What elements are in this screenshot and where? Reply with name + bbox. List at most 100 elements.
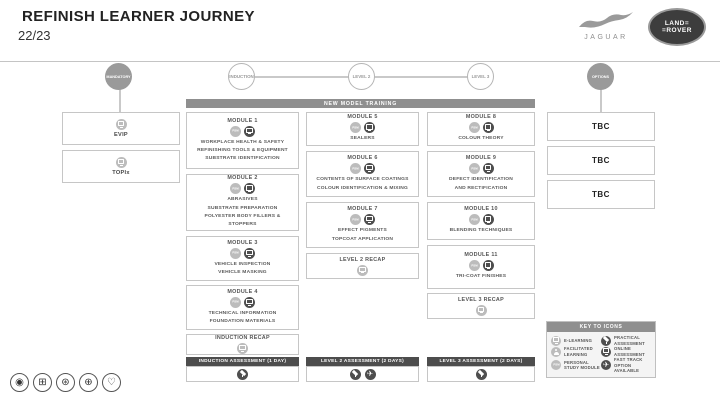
module-title: MODULE 10	[464, 206, 498, 213]
legend-item-practical-assessment: PRACTICAL ASSESSMENT	[601, 335, 651, 346]
induction-assessment-box	[186, 366, 299, 382]
module-title: MODULE 2	[227, 175, 258, 182]
jaguar-wordmark: JAGUAR	[584, 34, 628, 41]
level3-assessment-box	[427, 366, 535, 382]
module-text: COLOUR THEORY	[458, 136, 504, 142]
e-learning-icon	[115, 157, 127, 168]
node-level2: LEVEL 2	[348, 63, 375, 90]
personal-study-module-icon	[350, 163, 361, 175]
recap-title: INDUCTION RECAP	[215, 335, 270, 341]
legend-label: PERSONAL STUDY MODULE	[564, 359, 600, 371]
fast-track-icon	[601, 360, 611, 371]
card-topix: TOPIx	[62, 150, 180, 183]
module-text: ABRASIVES SUBSTRATE PREPARATION POLYESTE…	[204, 197, 281, 228]
card-module-7: MODULE 7 EFFECT PIGMENTS TOPCOAT APPLICA…	[306, 202, 419, 248]
card-module-8: MODULE 8 COLOUR THEORY	[427, 112, 535, 146]
tbc-label: TBC	[592, 122, 610, 131]
module-text: EFFECT PIGMENTS TOPCOAT APPLICATION	[331, 228, 394, 242]
module-text: SEALERS	[350, 136, 375, 142]
fast-track-icon	[364, 368, 376, 380]
recap-title: LEVEL 2 RECAP	[339, 256, 386, 263]
legend-item-e-learning: E-LEARNING	[551, 335, 601, 346]
legend-title: KEY TO ICONS	[547, 322, 655, 332]
module-text: CONTENTS OF SURFACE COATINGS COLOUR IDEN…	[316, 177, 409, 191]
e-learning-icon	[357, 264, 368, 276]
module-text: TECHNICAL INFORMATION FOUNDATION MATERIA…	[208, 310, 277, 324]
card-module-10: MODULE 10 BLENDING TECHNIQUES	[427, 202, 535, 240]
tbc-label: TBC	[592, 156, 610, 165]
legend-label: ONLINE ASSESSMENT	[614, 346, 645, 357]
node-options: OPTIONS	[587, 63, 614, 90]
node-level3: LEVEL 3	[467, 63, 494, 90]
card-tbc-2: TBC	[547, 146, 655, 175]
card-tbc-3: TBC	[547, 180, 655, 209]
personal-study-module-icon	[350, 214, 361, 226]
online-assessment-icon	[482, 214, 494, 226]
module-title: MODULE 11	[464, 252, 498, 259]
season-label: 22/23	[18, 28, 51, 43]
practical-assessment-icon	[601, 335, 611, 346]
personal-study-module-icon	[468, 163, 480, 175]
page-title: REFINISH LEARNER JOURNEY	[22, 8, 255, 25]
online-assessment-icon	[482, 122, 494, 134]
card-tbc-1: TBC	[547, 112, 655, 141]
card-level2-recap: LEVEL 2 RECAP	[306, 253, 419, 279]
practical-assessment-icon	[237, 368, 248, 380]
personal-study-module-icon	[230, 125, 241, 137]
personal-study-module-icon	[551, 360, 561, 371]
land-rover-line2: =ROVER	[662, 27, 692, 34]
online-assessment-icon	[364, 122, 375, 134]
options-connector	[600, 89, 602, 113]
jaguar-leaper-icon	[579, 12, 633, 28]
legend-label: E-LEARNING	[564, 337, 593, 343]
card-module-2: MODULE 2 ABRASIVES SUBSTRATE PREPARATION…	[186, 174, 299, 231]
card-level3-recap: LEVEL 3 RECAP	[427, 293, 535, 319]
legend-item-personal-study-module: PERSONAL STUDY MODULE	[551, 357, 601, 373]
module-text: BLENDING TECHNIQUES	[449, 228, 513, 234]
online-assessment-icon	[244, 296, 255, 308]
card-module-5: MODULE 5 SEALERS	[306, 112, 419, 146]
module-title: MODULE 5	[347, 114, 378, 121]
online-assessment-icon	[601, 346, 611, 357]
card-module-4: MODULE 4 TECHNICAL INFORMATION FOUNDATIO…	[186, 285, 299, 330]
e-learning-icon	[475, 304, 487, 316]
window-icon: ⊞	[33, 373, 52, 392]
level2-assessment-box	[306, 366, 419, 382]
personal-study-module-icon	[350, 122, 361, 134]
module-text: VEHICLE INSPECTION VEHICLE MASKING	[214, 261, 271, 275]
module-text: DEFECT IDENTIFICATION AND RECTIFICATION	[449, 177, 513, 191]
e-learning-icon	[115, 119, 127, 130]
card-module-1: MODULE 1 WORKPLACE HEALTH & SAFETY REFIN…	[186, 112, 299, 169]
module-title: MODULE 9	[465, 155, 497, 162]
footer-brand-icons: ◉ ⊞ ⊛ ⊕ ♡	[10, 373, 121, 392]
jaguar-logo: JAGUAR	[570, 10, 642, 50]
node-mandatory: MANDATORY	[105, 63, 132, 90]
legend-label: FACILITATED LEARNING	[564, 346, 593, 357]
personal-study-module-icon	[468, 214, 480, 226]
fingerprint-icon: ◉	[10, 373, 29, 392]
legend-item-fast-track: FAST TRACK OPTION AVAILABLE	[601, 357, 651, 373]
recap-title: LEVEL 3 RECAP	[457, 296, 505, 303]
legend-body: E-LEARNING FACILITATED LEARNING PERSONAL…	[547, 332, 655, 376]
personal-study-module-icon	[230, 183, 241, 195]
card-module-11: MODULE 11 TRI-COAT FINISHES	[427, 245, 535, 289]
card-module-6: MODULE 6 CONTENTS OF SURFACE COATINGS CO…	[306, 151, 419, 197]
node-induction: INDUCTION	[228, 63, 255, 90]
card-induction-recap: INDUCTION RECAP	[186, 334, 299, 355]
header-divider	[0, 61, 720, 62]
wheel-icon: ⊕	[79, 373, 98, 392]
new-model-training-banner: NEW MODEL TRAINING	[186, 99, 535, 108]
online-assessment-icon	[244, 125, 255, 137]
level3-assessment-bar: LEVEL 3 ASSESSMENT (2 DAYS)	[427, 357, 535, 366]
personal-study-module-icon	[230, 296, 241, 308]
land-rover-badge: LAND= =ROVER	[648, 8, 706, 46]
induction-assessment-bar: INDUCTION ASSESSMENT (1 DAY)	[186, 357, 299, 366]
online-assessment-icon	[482, 163, 494, 175]
personal-study-module-icon	[230, 247, 241, 259]
mandatory-connector	[119, 89, 121, 113]
online-assessment-icon	[244, 247, 255, 259]
module-title: MODULE 4	[227, 288, 258, 295]
online-assessment-icon	[482, 260, 494, 272]
tbc-label: TBC	[592, 190, 610, 199]
